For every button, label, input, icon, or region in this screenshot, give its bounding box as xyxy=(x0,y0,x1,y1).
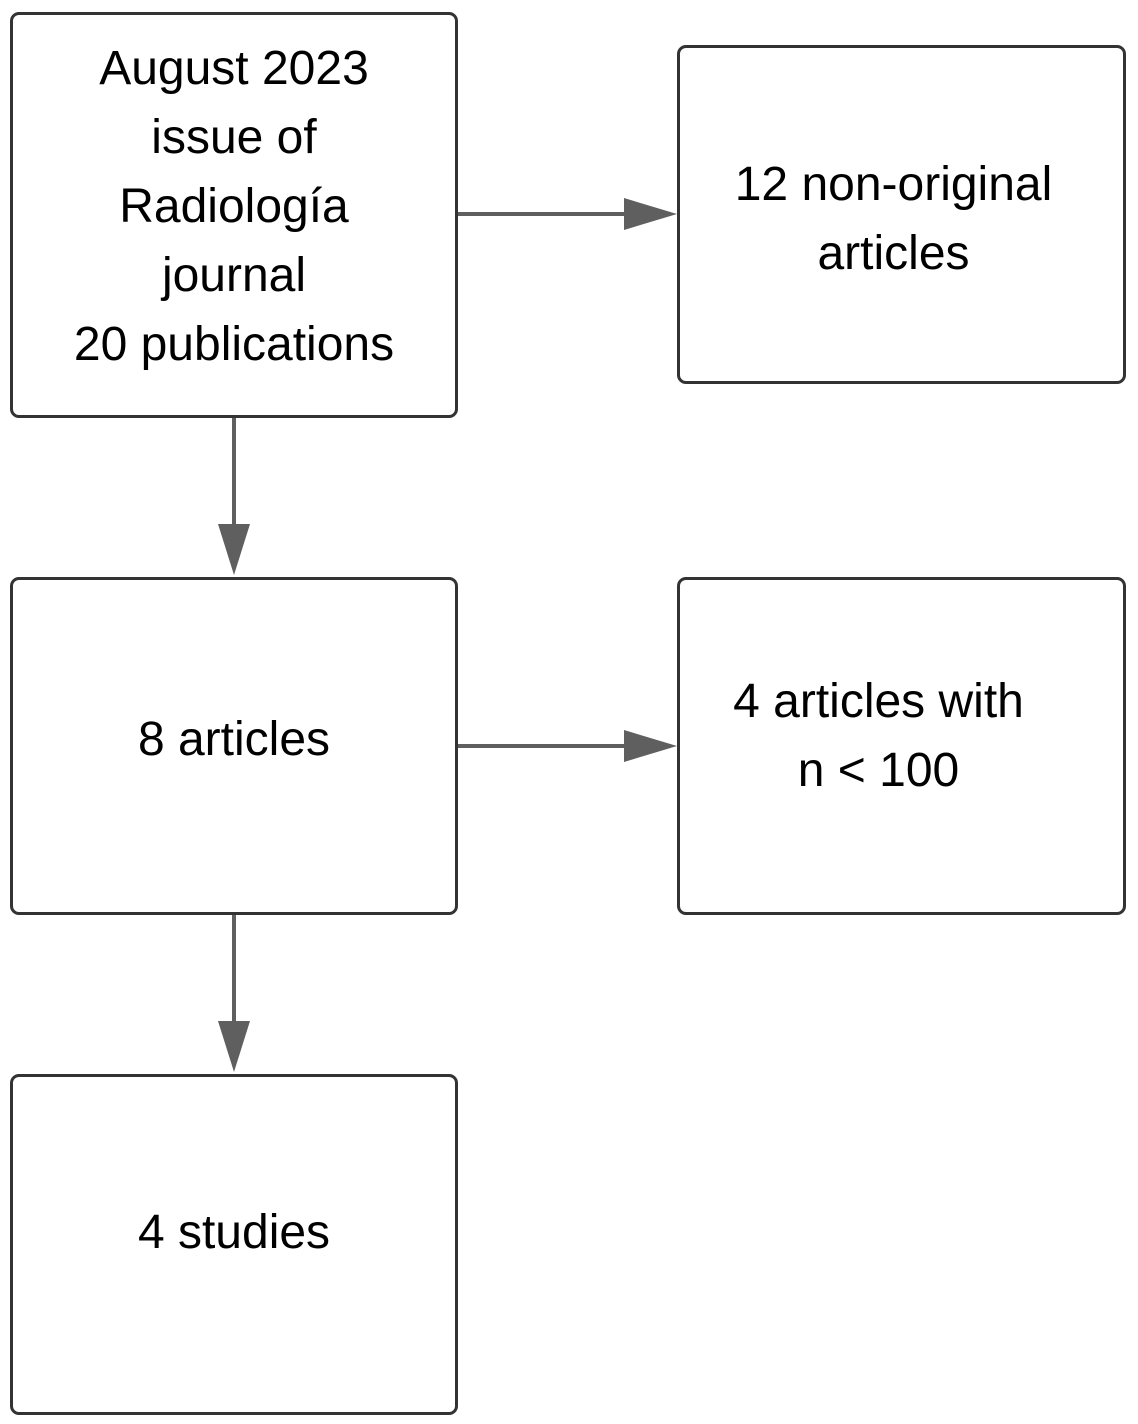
excluded-non-original-label: 12 non-original articles xyxy=(734,158,1053,280)
articles-label: 8 articles xyxy=(137,712,331,766)
arrowhead-to-small-n xyxy=(624,730,677,762)
articles-box: 8 articles xyxy=(10,577,458,915)
arrowhead-to-articles xyxy=(218,524,250,575)
studies-box: 4 studies xyxy=(10,1074,458,1415)
arrowhead-to-non-original xyxy=(624,198,677,230)
excluded-non-original-box: 12 non-original articles xyxy=(677,45,1126,384)
arrowhead-to-studies xyxy=(218,1021,250,1072)
source-label: August 2023 issue of Radiología journal … xyxy=(73,41,395,371)
excluded-small-n-label: 4 articles with n < 100 xyxy=(733,675,1024,797)
studies-label: 4 studies xyxy=(137,1206,331,1259)
source-box: August 2023 issue of Radiología journal … xyxy=(10,12,458,418)
excluded-small-n-box: 4 articles with n < 100 xyxy=(677,577,1126,915)
